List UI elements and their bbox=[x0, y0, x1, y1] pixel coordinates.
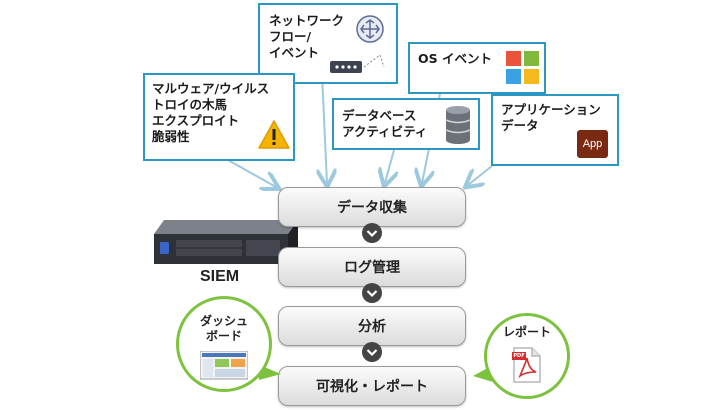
source-label-database: データベース アクティビティ bbox=[342, 108, 428, 139]
pdf-file-icon bbox=[512, 347, 541, 383]
source-label-application: アプリケーション データ bbox=[501, 102, 601, 133]
chevron-down-icon bbox=[362, 283, 382, 303]
step-data-collection: データ収集 bbox=[278, 187, 466, 227]
chevron-down-icon bbox=[362, 223, 382, 243]
source-label-network: ネットワーク フロー/ イベント bbox=[269, 13, 345, 60]
siem-label: SIEM bbox=[200, 268, 240, 285]
app-icon-text: App bbox=[582, 138, 603, 150]
report-label: レポート bbox=[502, 325, 551, 339]
windows-logo-icon bbox=[506, 51, 539, 84]
step-analysis: 分析 bbox=[278, 306, 466, 346]
source-box-database: データベース アクティビティ bbox=[332, 98, 480, 150]
dashboard-screen-icon bbox=[200, 351, 248, 380]
warning-icon bbox=[258, 120, 290, 149]
arrow-application bbox=[468, 165, 493, 185]
source-label-os: OS イベント bbox=[418, 51, 492, 66]
source-box-application: アプリケーション データ App bbox=[491, 94, 619, 166]
source-box-network: ネットワーク フロー/ イベント bbox=[258, 3, 398, 84]
step-visualization-report: 可視化・レポート bbox=[278, 366, 466, 406]
dashboard-circle: ダッシュ ボード bbox=[176, 296, 272, 392]
dashboard-label: ダッシュ ボード bbox=[199, 314, 248, 343]
pdf-badge-text: PDF bbox=[513, 353, 525, 359]
arrow-malware bbox=[227, 159, 276, 187]
report-circle: レポート PDF bbox=[484, 313, 570, 399]
arrow-database bbox=[385, 149, 394, 183]
router-icon bbox=[330, 15, 385, 73]
source-label-malware: マルウェア/ウイルス トロイの木馬 エクスプロイト 脆弱性 bbox=[152, 81, 270, 144]
source-box-os: OS イベント bbox=[408, 42, 546, 94]
app-icon: App bbox=[577, 130, 608, 158]
step-log-management: ログ管理 bbox=[278, 247, 466, 287]
arrow-network bbox=[322, 73, 327, 183]
server-icon bbox=[154, 220, 298, 264]
database-icon bbox=[445, 106, 471, 144]
source-box-malware: マルウェア/ウイルス トロイの木馬 エクスプロイト 脆弱性 bbox=[143, 73, 295, 161]
chevron-down-icon bbox=[362, 342, 382, 362]
